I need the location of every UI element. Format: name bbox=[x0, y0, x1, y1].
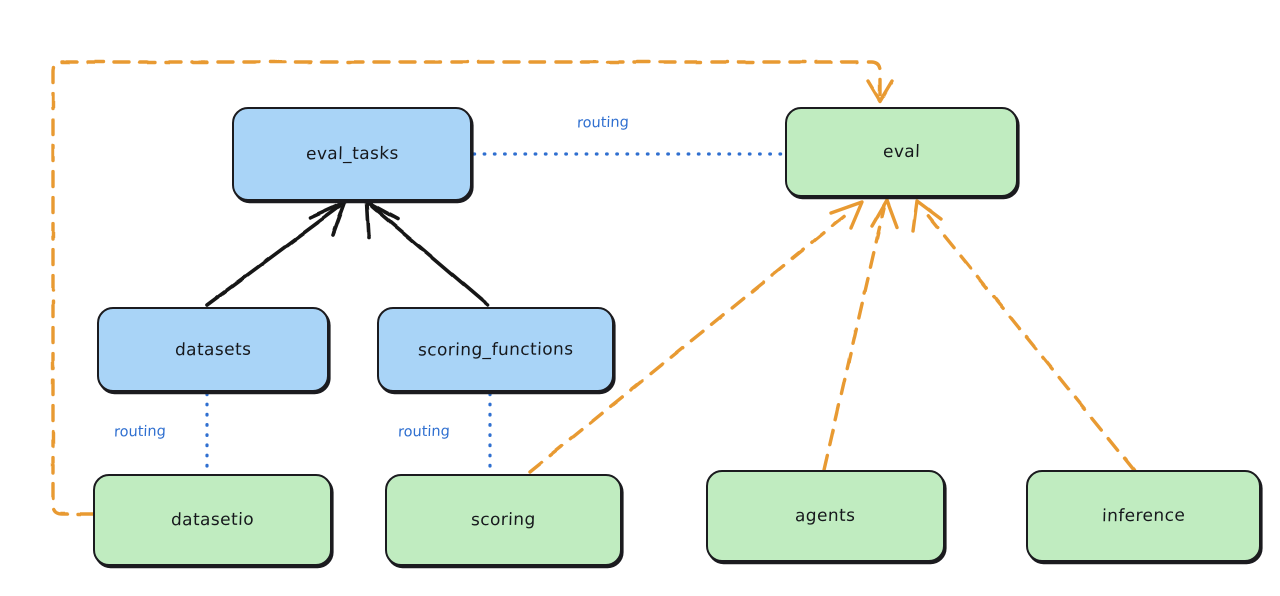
node-label: inference bbox=[1101, 505, 1186, 527]
edge-label-routing-eval-tasks-eval: routing bbox=[576, 114, 630, 132]
node-label: datasets bbox=[174, 339, 252, 360]
edge-label-routing-scoring-functions-scoring: routing bbox=[397, 423, 451, 441]
node-agents[interactable]: agents bbox=[706, 470, 945, 562]
node-label: agents bbox=[795, 505, 856, 527]
edge-datasets-to-eval_tasks bbox=[205, 200, 347, 307]
edge-inference-to-eval bbox=[911, 199, 1136, 472]
node-label: eval bbox=[882, 141, 921, 163]
node-datasetio[interactable]: datasetio bbox=[93, 474, 332, 566]
node-scoring-functions[interactable]: scoring_functions bbox=[377, 307, 614, 392]
node-inference[interactable]: inference bbox=[1026, 470, 1261, 562]
edge-datasetio-to-eval bbox=[51, 60, 894, 516]
node-eval[interactable]: eval bbox=[785, 107, 1018, 197]
node-datasets[interactable]: datasets bbox=[97, 307, 329, 392]
edge-agents-to-eval bbox=[822, 198, 899, 472]
edge-scoring_functions-to-eval_tasks bbox=[365, 200, 490, 307]
node-scoring[interactable]: scoring bbox=[385, 474, 622, 566]
node-label: scoring bbox=[470, 509, 537, 531]
node-label: datasetio bbox=[170, 509, 255, 531]
node-eval-tasks[interactable]: eval_tasks bbox=[232, 107, 472, 201]
edge-label-routing-datasets-datasetio: routing bbox=[113, 423, 167, 441]
node-label: scoring_functions bbox=[417, 338, 574, 361]
edge-scoring-to-eval bbox=[528, 200, 864, 474]
node-label: eval_tasks bbox=[305, 143, 399, 165]
